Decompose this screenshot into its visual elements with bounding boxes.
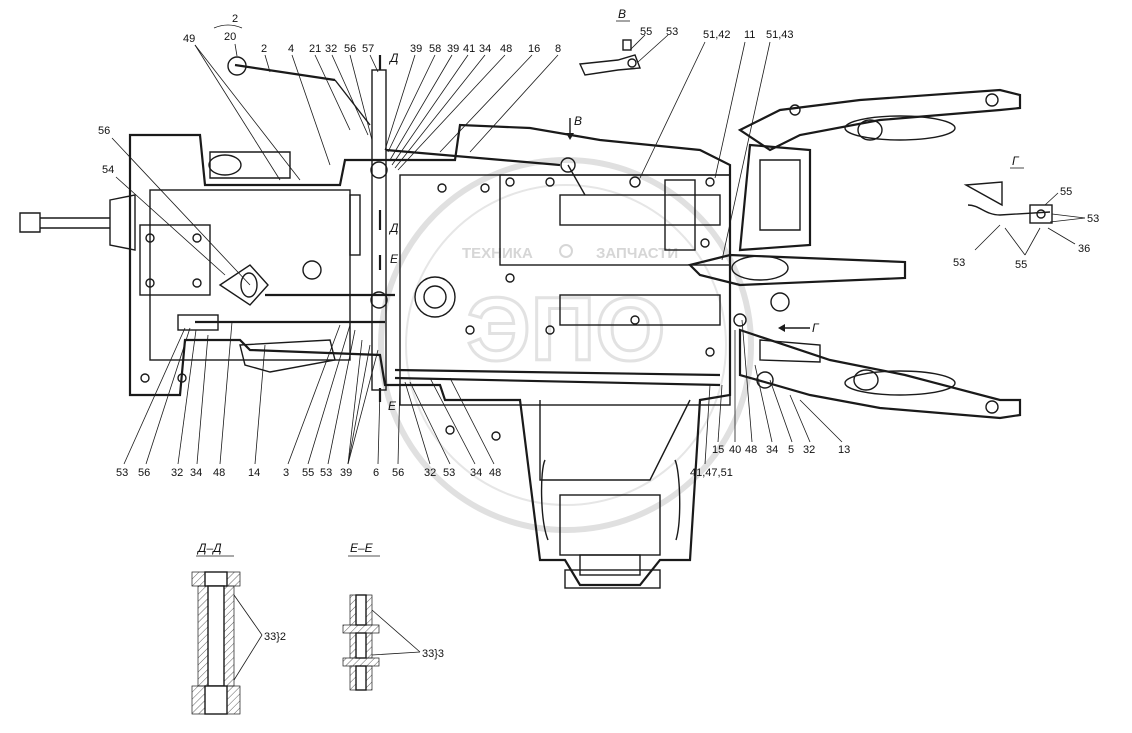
- callout-bottom-34c: 34: [766, 444, 778, 456]
- callout-top-48: 48: [500, 43, 512, 55]
- view-v-title: В: [618, 7, 626, 21]
- watermark-right-text: ЗАПЧАСТИ: [596, 245, 678, 262]
- section-mark-d-top: Д: [388, 51, 399, 65]
- view-g-callout-53-left: 53: [953, 257, 965, 269]
- callout-bottom-34: 34: [190, 467, 202, 479]
- callout-bottom-32b: 32: [424, 467, 436, 479]
- callouts-bottom: 53 56 32 34 48 14 3 55 53 39 6 56 32 53 …: [116, 319, 850, 479]
- callouts-left: 56 54: [98, 125, 251, 286]
- section-ee-title: Е–Е: [350, 541, 374, 555]
- watermark-left-text: ТЕХНИКА: [462, 245, 533, 262]
- view-g-detail: Г 55 53 36 53 55: [953, 154, 1099, 271]
- view-g-callout-53-right: 53: [1087, 213, 1099, 225]
- callout-left-56: 56: [98, 125, 110, 137]
- callout-top-16: 16: [528, 43, 540, 55]
- callout-bottom-5: 5: [788, 444, 794, 456]
- callout-bottom-40: 40: [729, 444, 741, 456]
- view-g-callout-36: 36: [1078, 243, 1090, 255]
- callout-top-39a: 39: [410, 43, 422, 55]
- callout-bottom-55: 55: [302, 467, 314, 479]
- view-v-detail: В 55 53: [578, 7, 678, 76]
- section-ee: Е–Е 33}3: [342, 541, 444, 691]
- callout-bottom-53b: 53: [320, 467, 332, 479]
- callout-bottom-14: 14: [248, 467, 260, 479]
- callout-bottom-41-47-51: 41,47,51: [690, 467, 733, 479]
- callout-top-58: 58: [429, 43, 441, 55]
- view-g-callout-55-top: 55: [1060, 186, 1072, 198]
- callout-bottom-13: 13: [838, 444, 850, 456]
- callout-top-51-42: 51,42: [703, 29, 731, 41]
- watermark: ТЕХНИКА ЗАПЧАСТИ ЭПО: [378, 157, 754, 533]
- callout-bottom-53c: 53: [443, 467, 455, 479]
- callout-bottom-48c: 48: [745, 444, 757, 456]
- section-mark-e-mid: Е: [390, 252, 399, 266]
- section-mark-e-bottom: Е: [388, 399, 397, 413]
- callout-top-56: 56: [344, 43, 356, 55]
- callout-bottom-34b: 34: [470, 467, 482, 479]
- callout-bottom-56: 56: [138, 467, 150, 479]
- callout-bottom-56b: 56: [392, 467, 404, 479]
- callout-bottom-32c: 32: [803, 444, 815, 456]
- callout-bottom-6: 6: [373, 467, 379, 479]
- callout-top-11: 11: [744, 29, 755, 41]
- view-g-title: Г: [1012, 154, 1020, 168]
- section-markers: Д Д Е Е В Г: [378, 51, 820, 413]
- callout-fraction-num: 2: [232, 13, 238, 25]
- callout-top-4: 4: [288, 43, 294, 55]
- callout-bottom-53: 53: [116, 467, 128, 479]
- callout-top-8: 8: [555, 43, 561, 55]
- callout-top-34: 34: [479, 43, 491, 55]
- gear-icon: [559, 244, 573, 258]
- callout-bottom-48b: 48: [489, 467, 501, 479]
- callout-top-32: 32: [325, 43, 337, 55]
- callout-top-57: 57: [362, 43, 374, 55]
- callout-fraction-den: 20: [224, 31, 236, 43]
- section-mark-d-mid: Д: [388, 221, 399, 235]
- section-dd: Д–Д 33}2: [191, 541, 286, 715]
- callout-bottom-48: 48: [213, 467, 225, 479]
- section-dd-title: Д–Д: [196, 541, 222, 555]
- callout-top-41: 41: [463, 43, 475, 55]
- callout-top-2: 2: [261, 43, 267, 55]
- section-ee-callout: 33}3: [422, 648, 444, 660]
- view-arrow-g-label: Г: [812, 321, 820, 335]
- callout-left-54: 54: [102, 164, 114, 176]
- callout-top-49: 49: [183, 33, 195, 45]
- callout-bottom-32: 32: [171, 467, 183, 479]
- callout-top-51-43: 51,43: [766, 29, 794, 41]
- hitch-linkage: [687, 88, 1022, 420]
- callout-bottom-15: 15: [712, 444, 724, 456]
- view-v-callout-53: 53: [666, 26, 678, 38]
- view-g-callout-55-bottom: 55: [1015, 259, 1027, 271]
- section-dd-callout: 33}2: [264, 631, 286, 643]
- callout-bottom-3: 3: [283, 467, 289, 479]
- view-arrow-v-label: В: [574, 114, 582, 128]
- callout-top-21: 21: [309, 43, 321, 55]
- callout-top-39b: 39: [447, 43, 459, 55]
- callout-bottom-39: 39: [340, 467, 352, 479]
- callouts-top: 2 20 49 2 4 21 32 56 57 39 58 39 41 34 4…: [183, 13, 794, 261]
- view-v-callout-55: 55: [640, 26, 652, 38]
- transmission-housing: [19, 123, 732, 589]
